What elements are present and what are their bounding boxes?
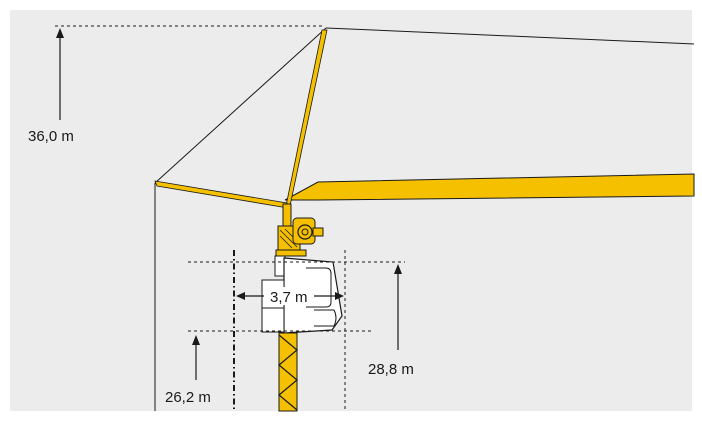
- cab-window: [306, 267, 332, 308]
- cab-lower-window: [314, 309, 337, 327]
- diagram-panel: [10, 10, 692, 411]
- cab-bottom-arrow-head: [192, 335, 200, 345]
- crane-jib: [154, 29, 695, 209]
- tower-lattice-bracing: [278, 334, 298, 411]
- counter-jib-tie: [154, 180, 289, 209]
- cab-bottom-height-label: 26,2 m: [165, 389, 211, 406]
- tower-mast: [278, 332, 298, 412]
- total-height-label: 36,0 m: [28, 128, 74, 145]
- cab-width-dimension: 3,7 m: [233, 250, 346, 411]
- jib-envelope-line: [325, 27, 695, 45]
- total-height-arrow-head: [56, 28, 64, 38]
- cab-bottom-height-dimension: 26,2 m: [165, 330, 372, 406]
- slewing-unit: [275, 203, 324, 257]
- cab-top-height-label: 28,8 m: [368, 361, 414, 378]
- total-height-dimension: 36,0 m: [28, 25, 325, 145]
- cab-top-arrow-head: [394, 264, 402, 274]
- slewing-post: [282, 203, 292, 229]
- cab-width-arrow-left-head: [236, 292, 245, 300]
- counter-jib-envelope-line: [154, 27, 327, 184]
- cab-top-height-dimension: 28,8 m: [188, 261, 414, 378]
- boundary-outline: [154, 27, 695, 411]
- cab-mount-plate: [275, 249, 307, 257]
- cab-width-arrow-right-head: [335, 292, 344, 300]
- tower-top-mast: [285, 29, 328, 207]
- cab-width-label: 3,7 m: [270, 289, 308, 306]
- jib-boom: [284, 173, 695, 201]
